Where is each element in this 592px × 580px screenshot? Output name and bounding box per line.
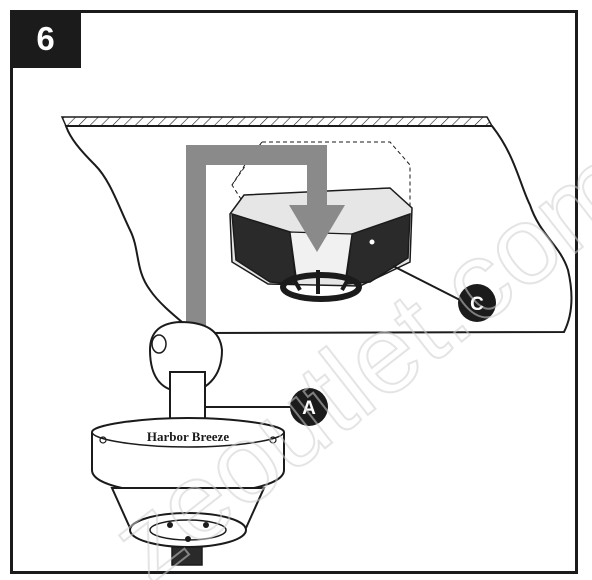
canopy: Harbor Breeze: [91, 416, 285, 548]
hanger-bracket: [231, 212, 411, 302]
step-number-badge: 6: [10, 10, 81, 68]
direction-arrow: [186, 145, 345, 350]
brand-name-label: Harbor Breeze: [147, 429, 229, 444]
callout-c: C: [458, 284, 496, 322]
callout-a-label: A: [302, 398, 316, 419]
callout-a: A: [290, 388, 328, 426]
callout-leaders: [206, 265, 461, 408]
callout-c-label: C: [470, 294, 484, 315]
